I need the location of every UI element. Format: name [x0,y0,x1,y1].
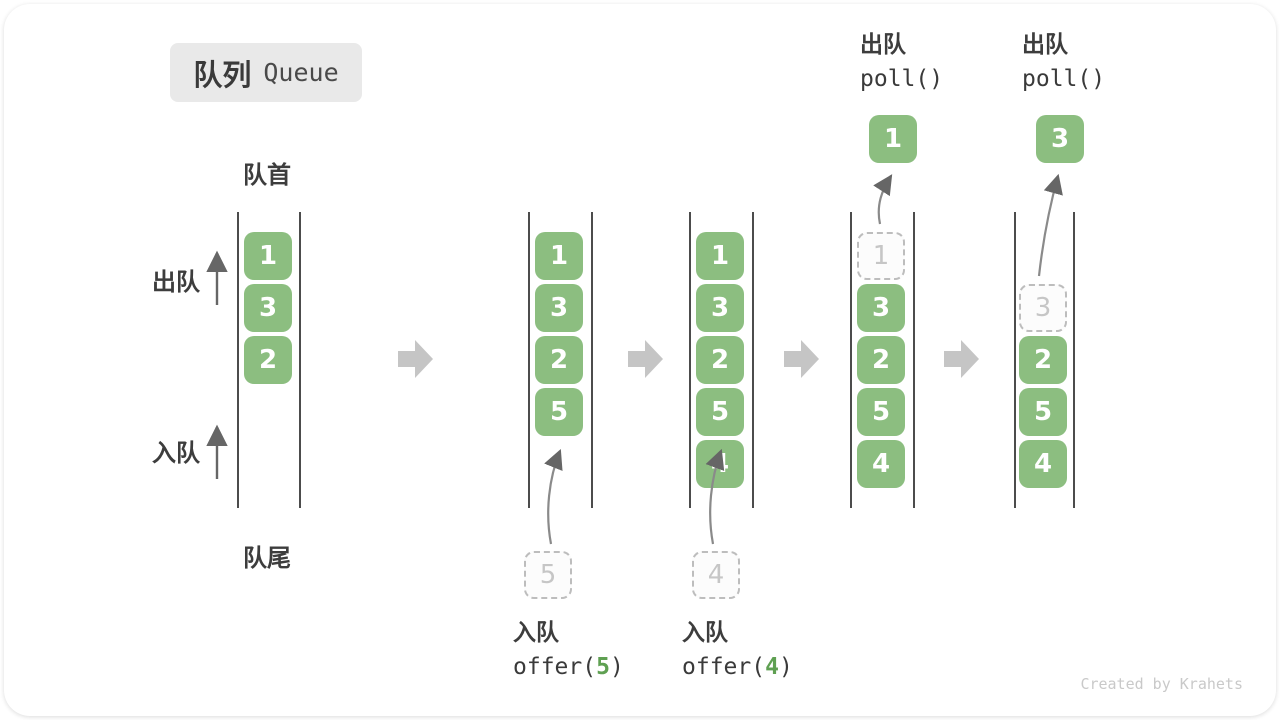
queue-wall [689,212,691,508]
title-en: Queue [263,58,339,87]
queue-item: 5 [857,388,905,436]
op-fn: offer( [682,654,766,680]
queue-item: 3 [244,284,292,332]
queue-wall [850,212,852,508]
op-close: ) [778,654,793,680]
queue-item: 5 [1019,388,1067,436]
queue-wall [752,212,754,508]
queue-item: 1 [696,232,744,280]
op-name: 入队 [513,620,559,646]
op-fn: offer( [513,654,597,680]
op-arg: 4 [765,654,779,680]
queue-item: 3 [857,284,905,332]
queue-wall [591,212,593,508]
dequeue-op-label: 出队 poll() [1022,28,1105,96]
label-queue-rear: 队尾 [243,544,291,572]
queue-item: 5 [696,388,744,436]
op-code: offer(4) [682,650,793,684]
queue-wall [1073,212,1075,508]
watermark: Created by Krahets [1080,675,1243,693]
queue-item: 5 [535,388,583,436]
op-arg: 5 [596,654,610,680]
op-code: poll() [860,66,944,92]
queue-item: 2 [244,336,292,384]
incoming-ghost-item: 5 [524,551,572,599]
queue-item: 2 [696,336,744,384]
removed-ghost-item: 1 [857,232,905,280]
op-name: 出队 [1022,32,1068,58]
queue-item: 2 [535,336,583,384]
dequeued-item: 3 [1036,115,1084,163]
title-zh: 队列 [193,57,252,92]
incoming-ghost-item: 4 [692,551,740,599]
queue-item: 1 [244,232,292,280]
label-dequeue-side: 出队 [152,268,200,296]
op-name: 入队 [682,620,728,646]
queue-item: 4 [696,440,744,488]
label-queue-front: 队首 [243,161,291,189]
queue-wall [1014,212,1016,508]
queue-item: 2 [857,336,905,384]
queue-item: 1 [535,232,583,280]
dequeue-op-label: 出队 poll() [860,28,943,96]
queue-item: 4 [1019,440,1067,488]
op-code: poll() [1022,66,1106,92]
removed-ghost-item: 3 [1019,284,1067,332]
op-code: offer(5) [513,650,624,684]
dequeued-item: 1 [869,115,917,163]
enqueue-op-label: 入队 offer(5) [513,616,624,684]
op-name: 出队 [860,32,906,58]
queue-wall [528,212,530,508]
label-enqueue-side: 入队 [152,439,200,467]
queue-item: 2 [1019,336,1067,384]
queue-item: 3 [535,284,583,332]
queue-wall [299,212,301,508]
op-close: ) [609,654,624,680]
queue-wall [237,212,239,508]
queue-item: 4 [857,440,905,488]
enqueue-op-label: 入队 offer(4) [682,616,793,684]
title-badge: 队列 Queue [170,43,362,102]
queue-wall [913,212,915,508]
queue-item: 3 [696,284,744,332]
